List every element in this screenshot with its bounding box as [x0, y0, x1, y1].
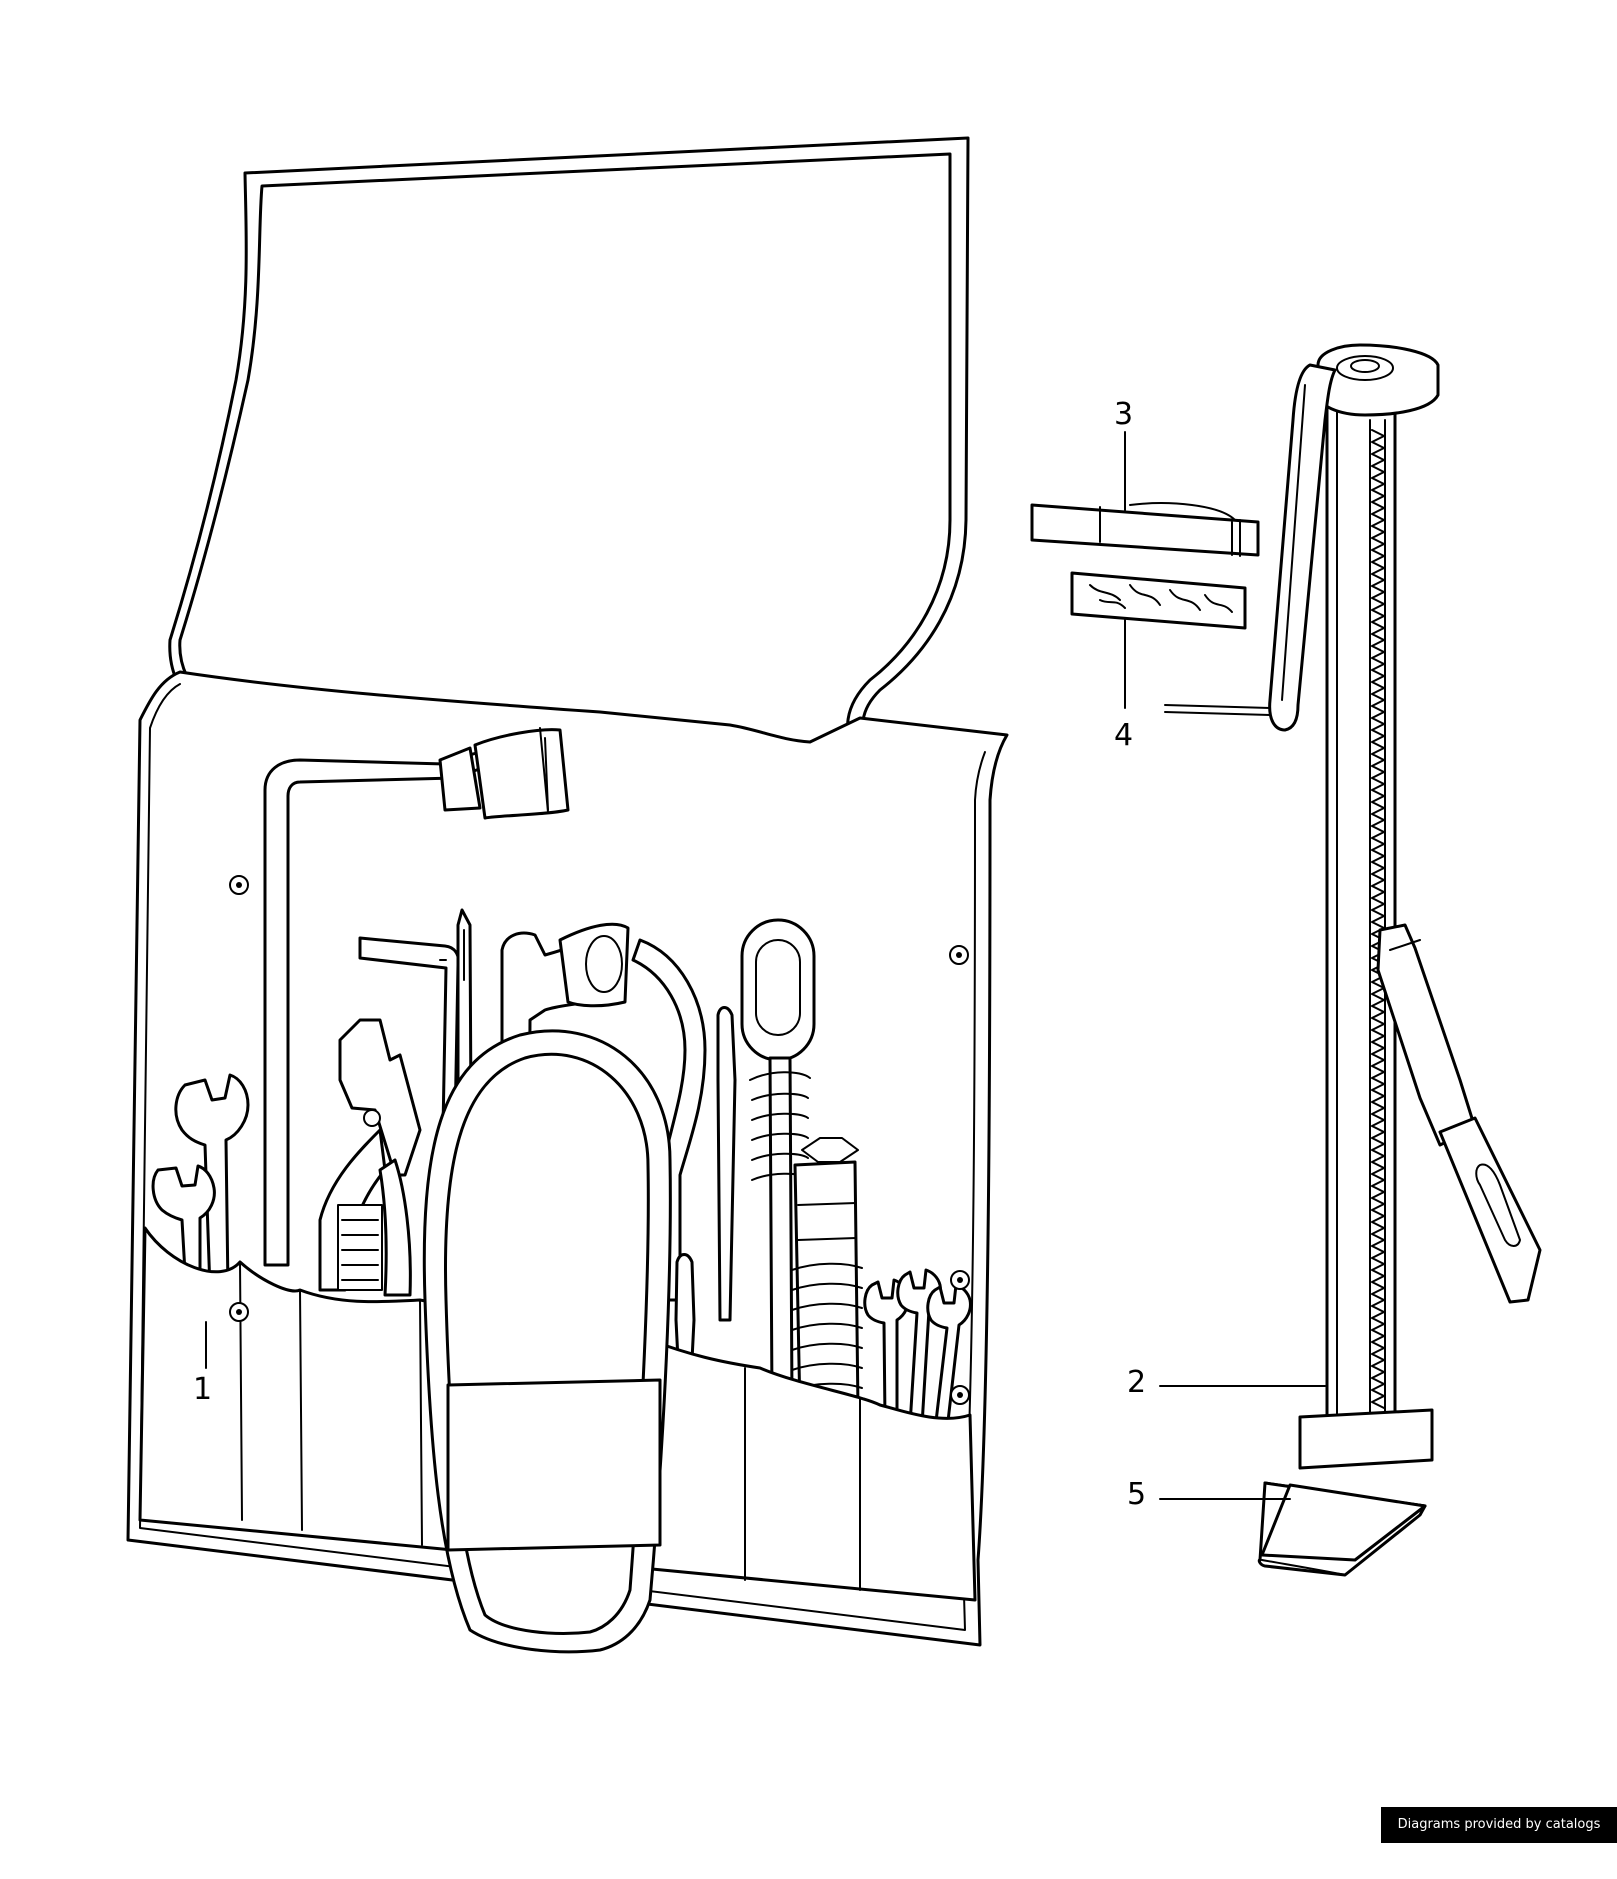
callout-5: 5	[1127, 1477, 1147, 1512]
snap-buttons	[229, 875, 970, 1405]
credit-badge: Diagrams provided by catalogs parts	[1381, 1807, 1617, 1868]
callout-2: 2	[1127, 1365, 1147, 1400]
wrench-left-small	[151, 1164, 216, 1292]
tool-roll-flap	[168, 136, 970, 754]
wheel-brace	[263, 727, 570, 1267]
tool-roll	[126, 136, 1009, 1654]
screwdriver-small	[716, 1006, 737, 1322]
hex-socket-tool	[791, 1137, 863, 1414]
jack	[1164, 343, 1542, 1470]
wedge-chock	[1257, 1481, 1427, 1577]
callout-4: 4	[1114, 718, 1134, 753]
callout-1: 1	[193, 1372, 213, 1407]
callout-3: 3	[1114, 397, 1134, 432]
pliers	[318, 1018, 422, 1297]
pad-part	[1070, 571, 1247, 630]
bracket-part	[1030, 502, 1260, 557]
spark-plug-tool	[740, 918, 816, 1402]
strap-loop	[422, 1029, 672, 1654]
